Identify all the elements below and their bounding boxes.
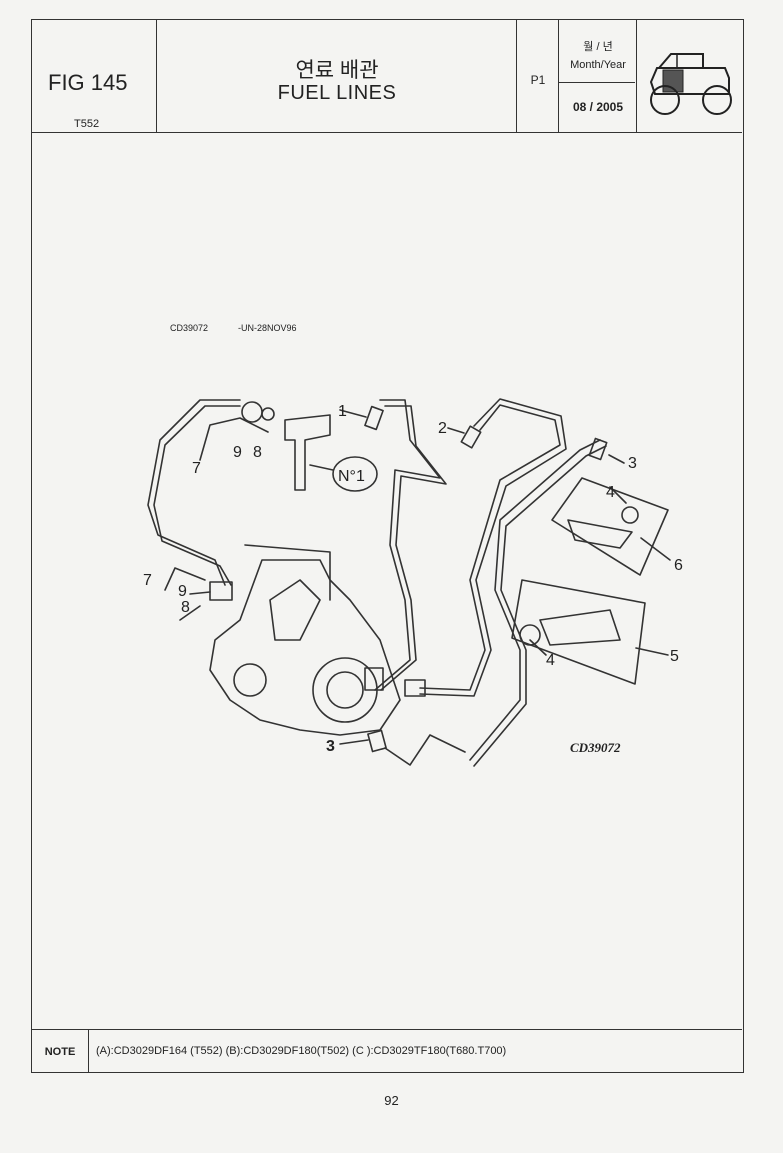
callout-4-top: 4	[606, 484, 615, 501]
icon-cell	[637, 20, 742, 132]
fig-cell: FIG 145 T552	[32, 20, 157, 132]
callout-2: 2	[438, 420, 447, 437]
month-year-label: Month/Year	[570, 59, 626, 71]
page-number: 92	[384, 1093, 399, 1108]
title-korean: 연료 배관	[295, 59, 379, 82]
page-frame: FIG 145 T552 연료 배관 FUEL LINES P1 월 / 년 M…	[31, 19, 744, 1073]
note-row: NOTE (A):CD3029DF164 (T552) (B):CD3029DF…	[32, 1029, 742, 1073]
page-code-cell: P1	[517, 20, 559, 132]
date-divider	[559, 82, 635, 83]
title-english: FUEL LINES	[277, 82, 397, 104]
tractor-icon	[649, 53, 732, 115]
callout-3-top: 3	[628, 455, 637, 472]
fig-label: FIG 145	[48, 70, 128, 95]
cylinder-label: N°1	[338, 468, 365, 485]
date-value: 08 / 2005	[572, 100, 624, 114]
callout-7-bottom: 7	[143, 572, 152, 589]
callout-9-top: 9	[233, 444, 242, 461]
page-code: P1	[530, 73, 546, 87]
figure-code: CD39072	[570, 740, 621, 755]
note-text: (A):CD3029DF164 (T552) (B):CD3029DF180(T…	[96, 1045, 507, 1057]
month-year-korean: 월 / 년	[583, 41, 613, 53]
drawing-ref-date: -UN-28NOV96	[238, 323, 297, 333]
callout-9-bottom: 9	[178, 583, 187, 600]
callout-8-bottom: 8	[181, 599, 190, 616]
callout-7-top: 7	[192, 460, 201, 477]
callout-3-bottom: 3	[326, 738, 335, 755]
date-cell: 월 / 년 Month/Year 08 / 2005	[559, 20, 637, 132]
callout-1: 1	[338, 403, 347, 420]
callout-8-top: 8	[253, 444, 262, 461]
model-label: T552	[74, 118, 100, 130]
callout-4-bottom: 4	[546, 652, 555, 669]
header: FIG 145 T552 연료 배관 FUEL LINES P1 월 / 년 M…	[32, 20, 742, 133]
note-label: NOTE	[32, 1030, 89, 1073]
callout-6: 6	[674, 557, 683, 574]
title-cell: 연료 배관 FUEL LINES	[157, 20, 517, 132]
drawing-ref-code: CD39072	[170, 323, 208, 333]
callout-5: 5	[670, 648, 679, 665]
